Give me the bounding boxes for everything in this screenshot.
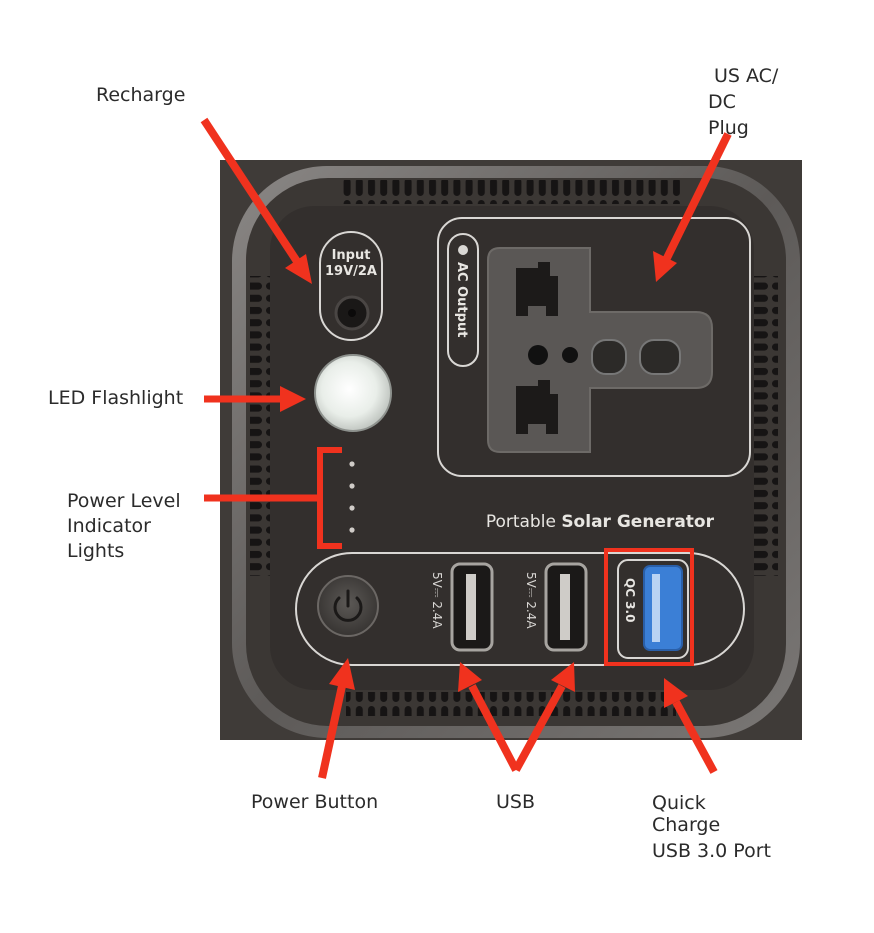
callout-quick-charge: Quick Charge USB 3.0 Port [652,792,771,862]
callout-usb: USB [496,790,535,815]
recharge-label: Recharge [96,84,186,106]
level-dot-1 [349,461,355,467]
usb-label: USB [496,791,536,813]
brand-text: Portable Solar Generator [486,512,715,532]
ac-panel-frame [437,217,751,477]
brand-bold: Solar Generator [561,512,714,532]
qc-highlight [604,548,694,666]
input-jack-frame [319,231,383,341]
callout-power-level: Power Level Indicator Lights [67,489,181,564]
power-level-line1: Power Level [67,490,181,512]
input-label-line1: Input [332,248,371,263]
ac-output-pill [447,233,479,367]
callout-led-flashlight: LED Flashlight [48,386,183,411]
level-dot-3 [349,505,355,511]
power-level-line2: Indicator [67,515,151,537]
input-label-line2: 19V/2A [325,264,377,279]
us-plug-line1: US AC/ [714,65,779,87]
level-dot-4 [349,527,355,533]
qc-label: QC 3.0 [623,578,637,622]
level-dot-2 [349,483,355,489]
power-button-label: Power Button [251,791,379,813]
callout-power-button: Power Button [251,790,378,815]
power-level-line3: Lights [67,540,125,562]
callout-recharge: Recharge [96,83,185,108]
quick-charge-line1: Quick [652,792,706,814]
brand-light: Portable [486,512,556,532]
led-flashlight [314,354,392,432]
qc-port [643,565,683,651]
quick-charge-line2: Charge [652,814,721,836]
usb-rating-1: 5V⎓ 2.4A [430,572,444,629]
quick-charge-line3: USB 3.0 Port [652,840,771,862]
vent-bottom [346,692,676,716]
qc-frame [617,559,689,659]
vent-top [342,180,680,204]
us-plug-line3: Plug [708,117,749,139]
callout-us-plug: US AC/ DC Plug [708,63,779,141]
vent-right [754,276,778,576]
us-plug-line2: DC [708,91,736,113]
ac-output-label: AC Output [454,262,469,337]
led-flashlight-label: LED Flashlight [48,387,184,409]
usb-rating-2: 5V⎓ 2.4A [524,572,538,629]
arrows [200,117,732,779]
level-bracket [317,447,342,549]
usb-strip [295,552,745,666]
